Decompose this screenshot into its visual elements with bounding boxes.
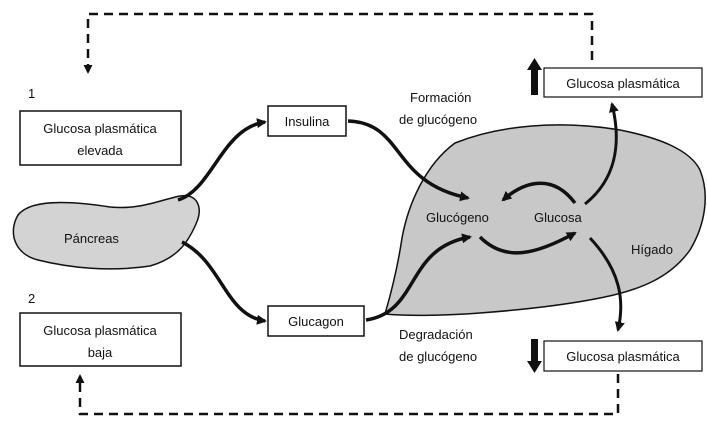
high-glucose-line2: elevada <box>77 143 123 158</box>
arrow-glucogeno-to-glucosa <box>478 231 577 255</box>
formacion-line1: Formación <box>410 90 471 105</box>
glucagon-label: Glucagon <box>288 314 344 329</box>
degradacion-line1: Degradación <box>399 327 473 342</box>
formacion-line2: de glucógeno <box>399 112 477 127</box>
feedback-loop-bottom <box>75 374 620 416</box>
feedback-loop-top <box>83 12 594 74</box>
glucagon-box: Glucagon <box>267 305 365 337</box>
arrow-glucagon-glucogeno <box>365 233 472 322</box>
low-glucose-line1: Glucosa plasmática <box>43 323 157 338</box>
step-1-number: 1 <box>28 86 35 101</box>
down-arrow-icon <box>527 339 542 373</box>
plasma-glucose-up-indicator: Glucosa plasmática <box>527 58 703 98</box>
up-arrow-icon <box>527 58 542 95</box>
plasma-up-label: Glucosa plasmática <box>566 76 680 91</box>
high-glucose-line1: Glucosa plasmática <box>43 121 157 136</box>
low-glucose-line2: baja <box>88 345 113 360</box>
glucosa-label: Glucosa <box>534 210 582 225</box>
arrow-pancreas-insulina <box>177 118 267 202</box>
plasma-down-label: Glucosa plasmática <box>566 349 680 364</box>
pancreas-label: Páncreas <box>64 231 119 246</box>
step-2-number: 2 <box>28 291 35 306</box>
insulina-label: Insulina <box>285 114 331 129</box>
higado-label: Hígado <box>631 242 673 257</box>
high-glucose-box: Glucosa plasmática elevada <box>19 110 182 166</box>
pancreas-shape <box>12 194 200 270</box>
arrow-glucosa-to-glucogeno <box>501 181 577 205</box>
insulina-box: Insulina <box>267 105 347 137</box>
arrow-pancreas-glucagon <box>181 240 267 325</box>
glucogeno-label: Glucógeno <box>426 210 489 225</box>
arrow-glucosa-to-plasma-down <box>588 236 625 332</box>
degradacion-line2: de glucógeno <box>399 349 477 364</box>
low-glucose-box: Glucosa plasmática baja <box>19 312 182 367</box>
arrow-glucosa-to-plasma-up <box>584 102 619 206</box>
liver-shape <box>384 124 706 317</box>
arrow-insulina-glucogeno <box>347 119 470 202</box>
plasma-glucose-down-indicator: Glucosa plasmática <box>527 339 703 373</box>
